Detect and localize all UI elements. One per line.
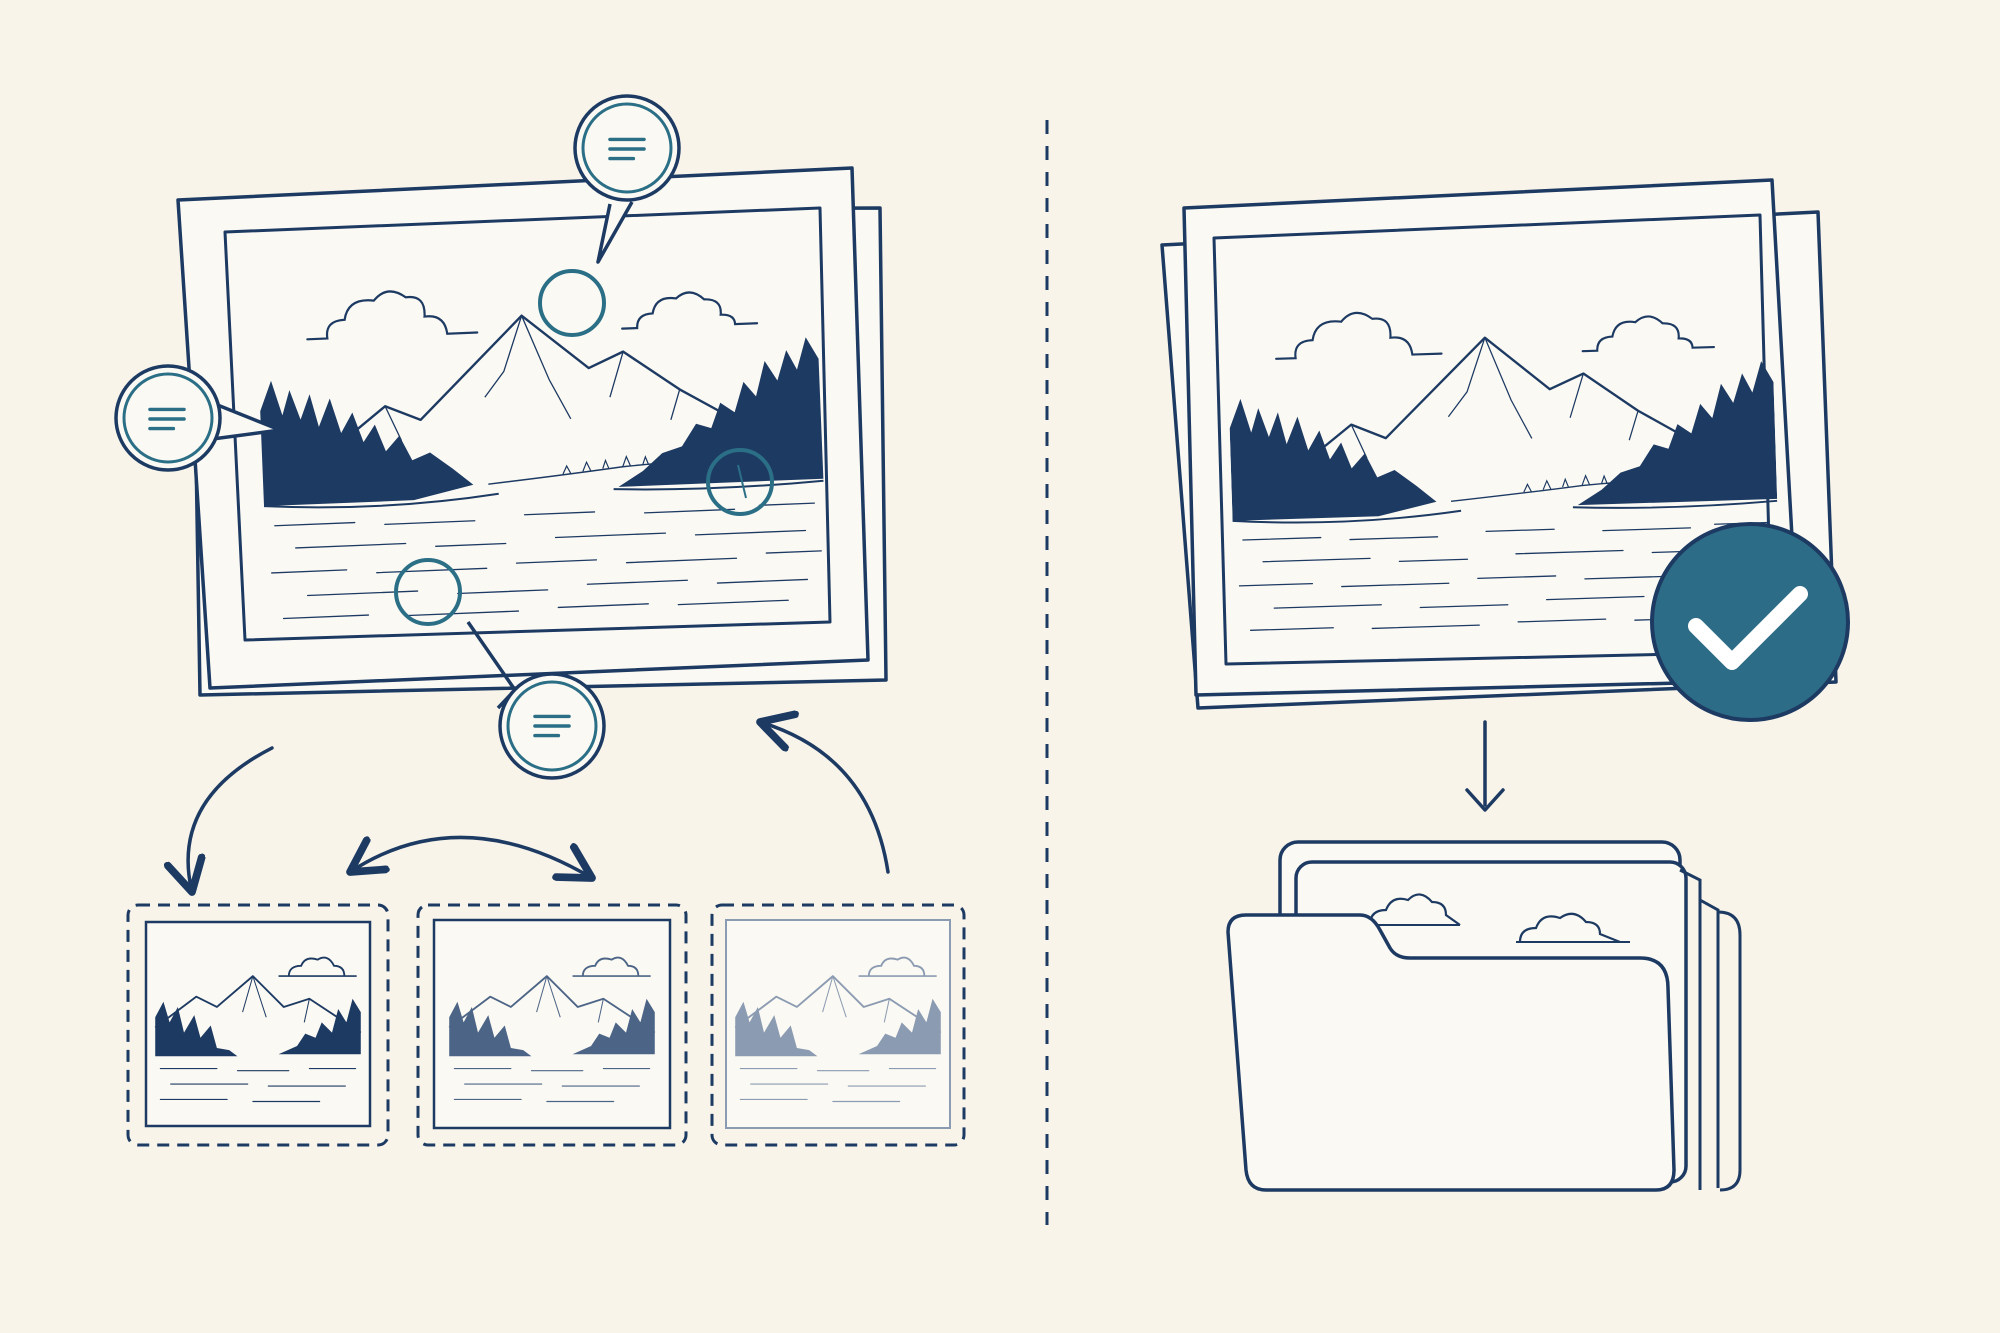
flow-arrows bbox=[188, 722, 890, 892]
variant-thumbnail-3[interactable] bbox=[710, 903, 966, 1147]
annotation-tree-line[interactable] bbox=[706, 448, 774, 516]
approval-badge bbox=[1650, 522, 1850, 722]
annotation-lake-water[interactable] bbox=[394, 558, 606, 780]
variant-thumbnail-2[interactable] bbox=[416, 903, 688, 1147]
double-headed-arrow bbox=[350, 835, 592, 878]
left-panel bbox=[114, 94, 966, 1147]
variant-thumbnail-1[interactable] bbox=[126, 903, 390, 1147]
curved-arrow-to-variant-1 bbox=[188, 746, 274, 892]
right-panel bbox=[1160, 178, 1850, 1192]
approved-photo[interactable] bbox=[1182, 178, 1802, 697]
checkmark-icon bbox=[1688, 586, 1808, 670]
annotation-forest[interactable] bbox=[114, 364, 282, 472]
folder-icon[interactable] bbox=[1226, 840, 1742, 1192]
down-arrow-icon bbox=[1465, 720, 1505, 812]
annotation-sky[interactable] bbox=[538, 94, 681, 337]
annotated-photo[interactable] bbox=[176, 166, 870, 690]
curved-arrow-back-to-photo bbox=[760, 722, 890, 874]
